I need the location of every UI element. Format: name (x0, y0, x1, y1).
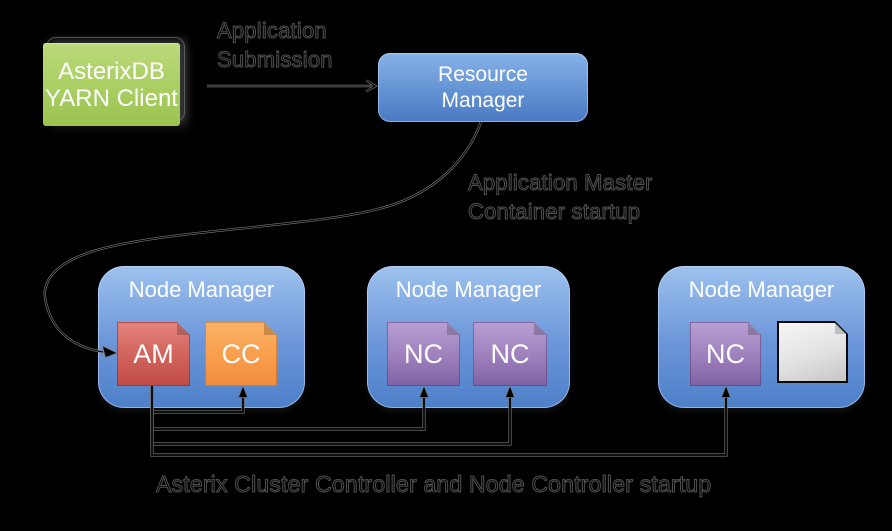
resource-manager-box: Resource Manager (378, 53, 588, 122)
nc-label: NC (706, 338, 745, 369)
nc-label: NC (404, 338, 443, 369)
nc-container-chip: NC (387, 322, 460, 386)
application-submission-arrow (207, 79, 378, 93)
cc-container-chip: CC (205, 322, 277, 386)
am-container-chip: AM (117, 322, 190, 386)
nc-container-chip: NC (473, 322, 547, 386)
empty-container-slot-chip (777, 321, 848, 383)
empty-container-slot-face (779, 323, 846, 381)
node-manager-1-title: Node Manager (128, 277, 275, 302)
application-master-startup-label: Application Master Container startup (468, 170, 653, 225)
cc-nc-startup-caption: Asterix Cluster Controller and Node Cont… (155, 471, 712, 498)
cc-label: CC (221, 338, 261, 369)
nc-label: NC (490, 338, 530, 369)
asterixdb-yarn-client-box: AsterixDB YARN Client (43, 43, 180, 126)
client-label-line1: AsterixDB (58, 57, 165, 85)
am-label: AM (133, 338, 174, 369)
node-manager-2: Node Manager NC NC (367, 266, 570, 408)
nc-container-chip: NC (690, 322, 761, 386)
node-manager-3: Node Manager NC (658, 266, 865, 408)
client-label-line2: YARN Client (45, 84, 178, 112)
node-manager-2-title: Node Manager (395, 277, 542, 302)
resource-manager-label-line2: Manager (441, 88, 525, 112)
node-manager-1: Node Manager AM CC (98, 266, 305, 408)
resource-manager-label-line1: Resource (438, 62, 528, 86)
application-submission-label: Application Submission (217, 18, 334, 73)
node-manager-3-title: Node Manager (688, 277, 835, 302)
